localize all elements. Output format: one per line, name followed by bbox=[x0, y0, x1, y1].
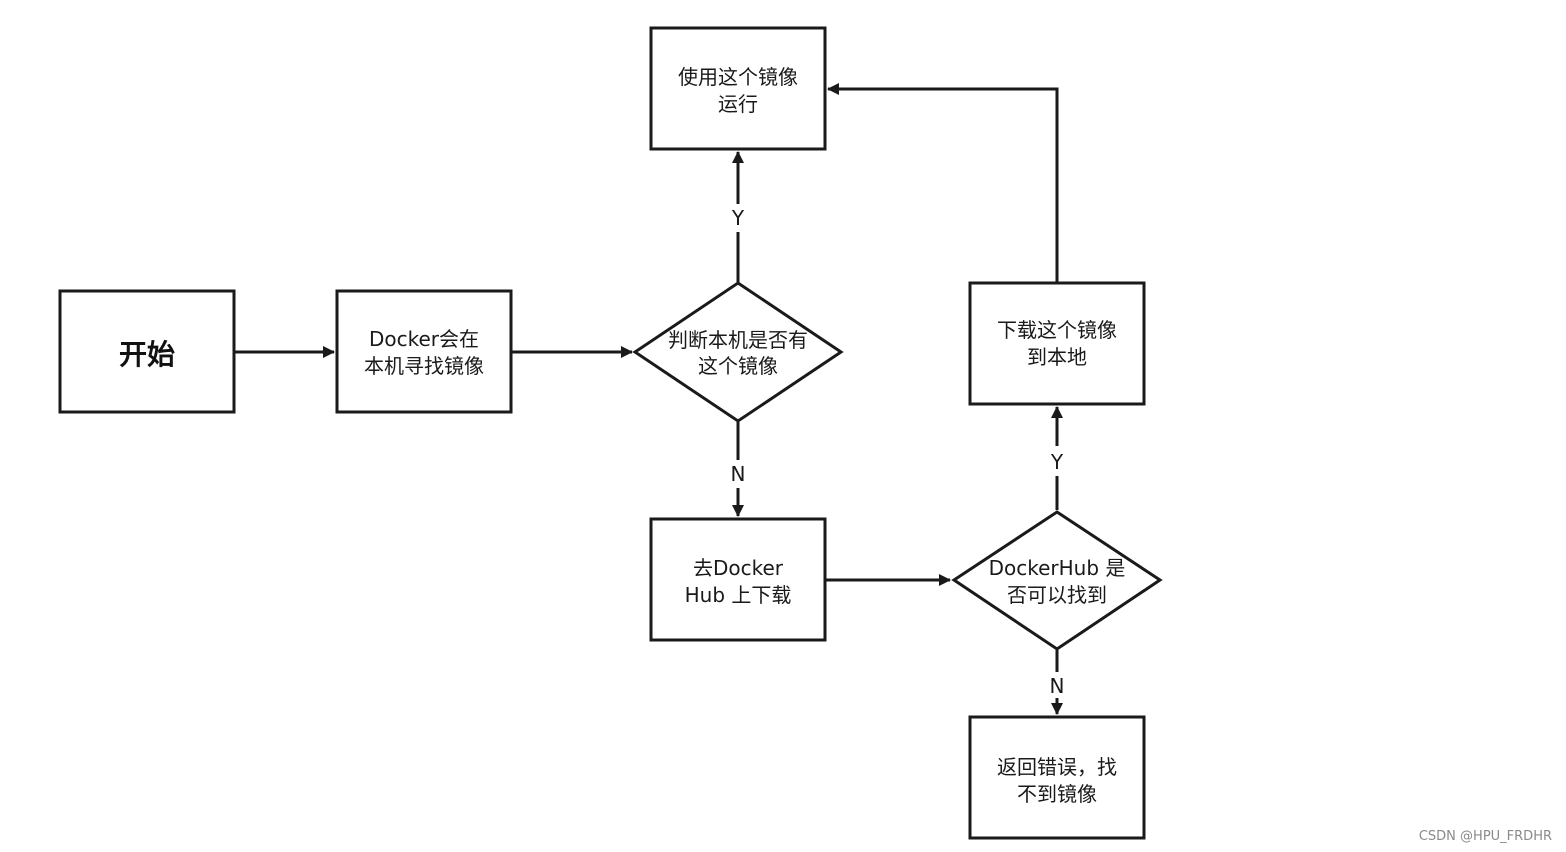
node-download-image-line-2: 到本地 bbox=[1027, 345, 1087, 369]
node-start-label: 开始 bbox=[119, 338, 175, 371]
node-return-error: 返回错误，找 不到镜像 bbox=[968, 715, 1146, 840]
node-local-search: Docker会在 本机寻找镜像 bbox=[335, 289, 513, 414]
node-return-error-line-1: 返回错误，找 bbox=[997, 755, 1117, 779]
node-decision-local-line-1: 判断本机是否有 bbox=[668, 328, 808, 352]
node-decision-hub-line-2: 否可以找到 bbox=[1007, 583, 1107, 607]
node-start: 开始 bbox=[58, 289, 236, 414]
edge-label-local-no: N bbox=[731, 462, 746, 486]
node-run-image-line-1: 使用这个镜像 bbox=[678, 65, 798, 89]
node-go-dockerhub-line-2: Hub 上下载 bbox=[685, 583, 792, 607]
edge-label-local-yes: Y bbox=[731, 206, 745, 230]
watermark: CSDN @HPU_FRDHR bbox=[1418, 829, 1552, 844]
edge-label-hub-yes: Y bbox=[1050, 450, 1064, 474]
node-decision-hub: DockerHub 是 否可以找到 bbox=[951, 510, 1163, 651]
node-run-image-line-2: 运行 bbox=[718, 92, 758, 116]
node-go-dockerhub: 去Docker Hub 上下载 bbox=[649, 517, 827, 642]
node-download-image: 下载这个镜像 到本地 bbox=[968, 281, 1146, 406]
node-decision-hub-line-1: DockerHub 是 bbox=[989, 556, 1126, 580]
node-decision-local-line-2: 这个镜像 bbox=[698, 354, 778, 378]
node-local-search-line-2: 本机寻找镜像 bbox=[364, 354, 484, 378]
node-return-error-line-2: 不到镜像 bbox=[1017, 782, 1097, 806]
node-go-dockerhub-line-1: 去Docker bbox=[693, 556, 784, 580]
node-decision-local: 判断本机是否有 这个镜像 bbox=[632, 281, 844, 423]
node-local-search-line-1: Docker会在 bbox=[369, 327, 479, 351]
edge-label-hub-no: N bbox=[1050, 674, 1065, 698]
edge-download-to-run bbox=[827, 83, 1059, 282]
node-download-image-line-1: 下载这个镜像 bbox=[997, 318, 1117, 342]
node-run-image: 使用这个镜像 运行 bbox=[649, 26, 827, 151]
